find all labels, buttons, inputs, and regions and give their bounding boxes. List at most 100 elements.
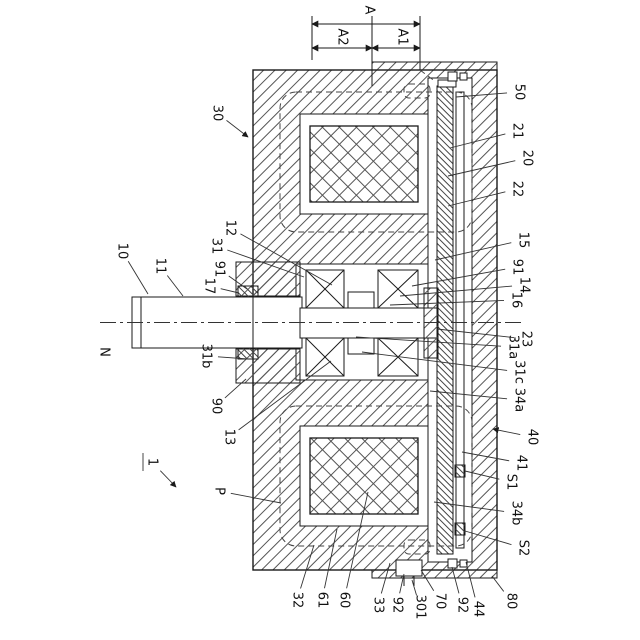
ref-label-17: 17: [202, 278, 217, 295]
leader-line-50: [455, 92, 508, 98]
lower-coil: [309, 437, 419, 515]
leader-line-15: [434, 242, 512, 261]
leader-line-23: [436, 328, 515, 339]
ref-label-33: 33: [371, 597, 386, 614]
leader-line-1: [159, 470, 177, 488]
flux-paths: [279, 83, 473, 555]
housing-bottom-step: [371, 569, 498, 579]
sensor-s2: [454, 522, 466, 536]
ref-label-23: 23: [519, 331, 534, 348]
ref-label-31a: 31a: [506, 335, 521, 360]
terminal-block: [395, 559, 423, 577]
leader-line-P: [230, 492, 282, 504]
ref-label-80: 80: [504, 593, 519, 610]
leader-line-92-b: [451, 566, 460, 594]
ref-label-91-right: 91: [510, 259, 525, 276]
bearing-upper-left: [305, 269, 345, 309]
bolt-bottom-a: [447, 558, 458, 569]
leader-line-92-a: [399, 573, 405, 594]
ref-label-A2: A2: [335, 28, 350, 45]
bolt-top-b: [459, 72, 468, 81]
ref-label-92-b: 92: [455, 597, 470, 614]
spacer-lower: [347, 337, 375, 355]
extension-hook: [419, 69, 437, 83]
leader-line-301: [411, 579, 418, 596]
leader-line-20: [447, 160, 516, 177]
ref-label-44: 44: [471, 601, 486, 618]
leader-line-S2: [464, 530, 512, 546]
ref-label-41: 41: [514, 455, 529, 472]
ref-label-14: 14: [517, 277, 532, 294]
ref-label-92-a: 92: [390, 597, 405, 614]
ref-label-30: 30: [210, 105, 225, 122]
flux-loop-lower: [279, 405, 473, 547]
bolt-bottom-b: [459, 559, 468, 568]
sensor-strip: [455, 91, 465, 549]
ref-label-61: 61: [315, 592, 330, 609]
leader-line-22: [447, 191, 506, 207]
ref-label-N: N: [97, 347, 112, 357]
ref-label-S1: S1: [504, 474, 519, 491]
ref-label-1: 1: [145, 458, 160, 466]
ref-label-12: 12: [223, 220, 238, 237]
ref-label-32: 32: [290, 592, 305, 609]
leader-line-31b: [217, 356, 249, 360]
disc-retainer: [437, 79, 457, 88]
ref-label-301: 301: [413, 595, 428, 620]
leader-line-33: [380, 562, 391, 594]
sensor-s1: [454, 464, 466, 478]
seal-lower: [237, 347, 259, 360]
ref-label-31b: 31b: [199, 344, 214, 369]
leader-line-34b: [433, 501, 505, 512]
ref-label-90: 90: [209, 398, 224, 415]
ref-label-20: 20: [520, 150, 535, 167]
leader-line-17: [220, 288, 240, 294]
ref-label-11: 11: [153, 258, 168, 275]
leader-line-91-right: [411, 268, 506, 287]
ref-label-91-left: 91: [212, 261, 227, 278]
ref-label-70: 70: [433, 593, 448, 610]
machine-drawing: [131, 61, 498, 586]
ref-label-15: 15: [516, 232, 531, 249]
leader-line-13: [238, 360, 332, 431]
leader-line-34a: [429, 390, 508, 400]
ref-label-31: 31: [209, 238, 224, 255]
ref-label-P: P: [212, 487, 227, 495]
leader-line-11: [166, 275, 184, 297]
ref-label-A1: A1: [395, 28, 410, 45]
seal-upper: [237, 285, 259, 298]
leader-line-44: [465, 561, 476, 598]
ref-label-34b: 34b: [509, 501, 524, 526]
ref-label-16: 16: [509, 292, 524, 309]
ref-label-22: 22: [510, 181, 525, 198]
ref-label-21: 21: [510, 123, 525, 140]
upper-coil: [309, 125, 419, 203]
leader-line-12: [240, 233, 333, 286]
leader-line-41: [461, 451, 510, 462]
leader-line-31: [227, 249, 305, 278]
leader-line-90: [224, 378, 247, 399]
bolt-top-a: [447, 71, 458, 82]
leader-line-31a: [355, 336, 502, 347]
leader-line-14: [399, 285, 513, 297]
housing-top-step: [371, 61, 498, 71]
dashed-detail-top: [403, 83, 431, 99]
leader-line-21: [449, 133, 506, 149]
leader-line-40: [492, 427, 521, 436]
leader-line-80: [491, 575, 505, 592]
bearing-upper-right: [377, 269, 419, 309]
leader-line-31c: [361, 351, 508, 371]
bearing-lower-left: [305, 337, 345, 377]
ref-label-10: 10: [115, 243, 130, 260]
ref-label-31c: 31c: [512, 360, 527, 384]
ref-label-34a: 34a: [512, 388, 527, 413]
flux-loop-upper: [279, 91, 473, 233]
ref-label-40: 40: [525, 429, 540, 446]
leader-line-16: [389, 300, 505, 306]
leader-line-60: [346, 491, 369, 589]
leader-line-10: [127, 261, 149, 295]
ref-label-50: 50: [512, 84, 527, 101]
